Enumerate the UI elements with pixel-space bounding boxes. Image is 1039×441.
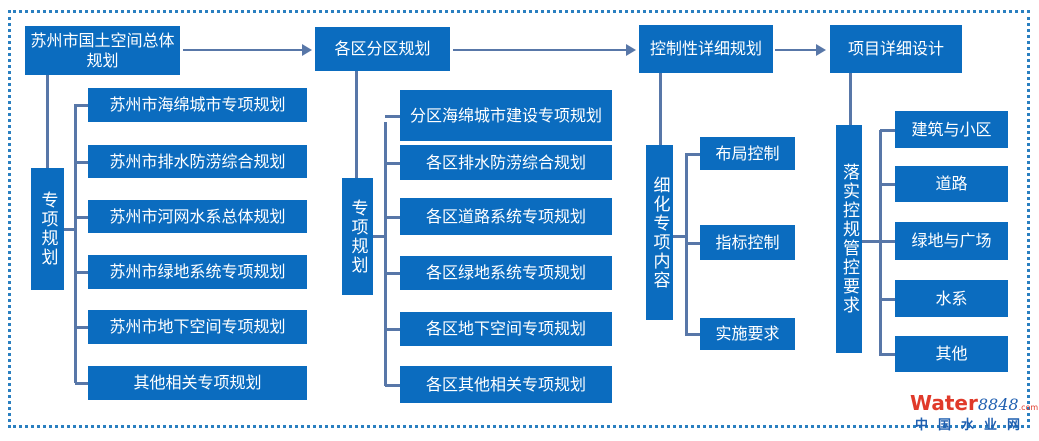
bracket-tick (686, 242, 700, 245)
sub-plan-box: 各区排水防涝综合规划 (400, 145, 612, 180)
side-label-box: 专项规划 (31, 168, 64, 290)
sub-plan-box: 其他相关专项规划 (88, 366, 307, 400)
detail-design-box: 项目详细设计 (830, 25, 962, 73)
connector (673, 235, 685, 238)
bracket-tick (75, 216, 88, 219)
arrow (775, 44, 826, 56)
sub-plan-box: 各区绿地系统专项规划 (400, 256, 612, 290)
side-label-box: 落实控规管控要求 (836, 125, 862, 353)
sub-plan-box: 苏州市地下空间专项规划 (88, 310, 307, 344)
watermark-cn: 中国水业网 (915, 418, 1031, 433)
sub-plan-box: 道路 (895, 166, 1008, 202)
bracket-tick (385, 216, 400, 219)
bracket-tick (75, 271, 88, 274)
arrow (453, 44, 636, 56)
connector (862, 240, 879, 243)
bracket-tick (75, 161, 88, 164)
bracket-tick (880, 298, 895, 301)
sub-plan-box: 水系 (895, 280, 1008, 317)
sub-plan-box: 绿地与广场 (895, 222, 1008, 260)
bracket-tick (880, 353, 895, 356)
sub-plan-box: 各区地下空间专项规划 (400, 312, 612, 346)
dotted-frame (8, 10, 1030, 428)
bracket-tick (385, 115, 400, 118)
sub-plan-box: 建筑与小区 (895, 111, 1008, 148)
connector (849, 73, 852, 125)
sub-plan-box: 苏州市海绵城市专项规划 (88, 88, 307, 122)
arrow (183, 44, 312, 56)
sub-plan-box: 各区其他相关专项规划 (400, 366, 612, 403)
bracket-tick (75, 382, 88, 385)
sub-plan-box: 苏州市河网水系总体规划 (88, 200, 307, 233)
bracket-tick (75, 104, 88, 107)
bracket-line (384, 122, 387, 386)
side-label-box: 细化专项内容 (646, 145, 673, 320)
master-plan-box: 苏州市国土空间总体规划 (25, 26, 180, 75)
sub-plan-box: 苏州市排水防涝综合规划 (88, 145, 307, 178)
bracket-tick (686, 333, 700, 336)
regulatory-plan-box: 控制性详细规划 (639, 25, 773, 73)
sub-plan-box: 实施要求 (700, 318, 795, 350)
bracket-tick (880, 183, 895, 186)
bracket-tick (385, 328, 400, 331)
sub-plan-box: 分区海绵城市建设专项规划 (400, 90, 612, 141)
bracket-tick (880, 129, 895, 132)
bracket-tick (686, 153, 700, 156)
bracket-tick (385, 384, 400, 387)
connector (659, 73, 662, 145)
sub-plan-box: 苏州市绿地系统专项规划 (88, 255, 307, 289)
district-plan-box: 各区分区规划 (315, 27, 450, 71)
connector (64, 228, 75, 231)
bracket-tick (75, 326, 88, 329)
sub-plan-box: 其他 (895, 336, 1008, 372)
bracket-line (74, 104, 77, 383)
bracket-tick (385, 162, 400, 165)
bracket-line (879, 130, 882, 356)
sub-plan-box: 布局控制 (700, 137, 795, 170)
sub-plan-box: 各区道路系统专项规划 (400, 198, 612, 235)
connector (373, 235, 385, 238)
connector (355, 71, 358, 178)
connector (46, 75, 49, 168)
watermark-logo: Water8848.com (910, 391, 1039, 415)
bracket-tick (385, 272, 400, 275)
sub-plan-box: 指标控制 (700, 225, 795, 260)
side-label-box: 专项规划 (342, 178, 373, 295)
bracket-tick (880, 240, 895, 243)
